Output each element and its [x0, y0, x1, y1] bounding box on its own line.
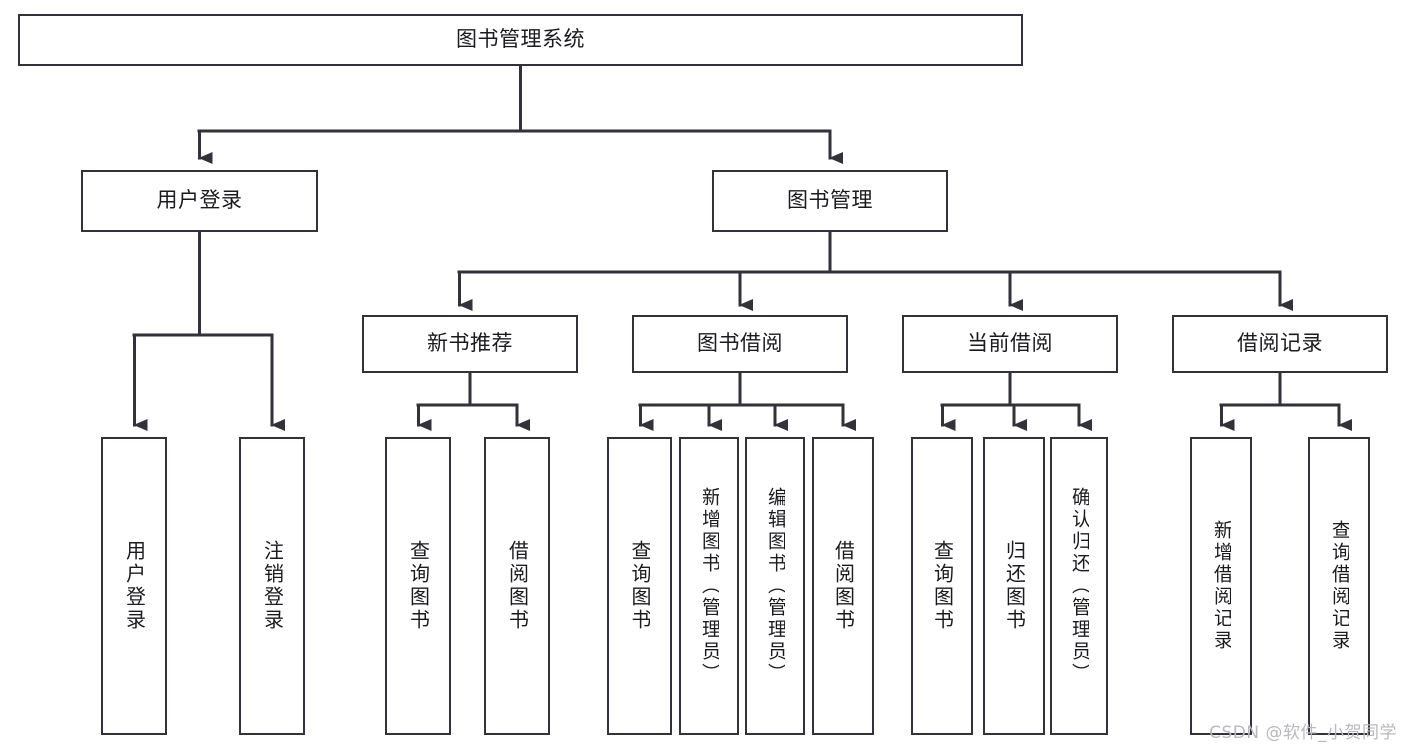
- leaf-node-query-book-current[interactable]: 查询图书: [911, 437, 973, 735]
- leaf-label: 借阅图书: [506, 540, 528, 632]
- leaf-node-logout[interactable]: 注销登录: [239, 437, 305, 735]
- leaf-label: 编辑图书（管理员）: [765, 487, 785, 685]
- leaf-node-query-book-borrow[interactable]: 查询图书: [607, 437, 672, 735]
- node-book-borrow-label: 图书借阅: [697, 331, 783, 356]
- node-root-label: 图书管理系统: [456, 27, 585, 52]
- leaf-label: 注销登录: [261, 540, 283, 632]
- leaf-node-return-book[interactable]: 归还图书: [983, 437, 1045, 735]
- leaf-node-confirm-return-admin[interactable]: 确认归还（管理员）: [1050, 437, 1108, 735]
- leaf-node-add-book-admin[interactable]: 新增图书（管理员）: [679, 437, 739, 735]
- leaf-node-query-book-newbook[interactable]: 查询图书: [385, 437, 451, 735]
- leaf-label: 查询图书: [629, 540, 650, 632]
- leaf-label: 确认归还（管理员）: [1069, 487, 1089, 685]
- node-book-management[interactable]: 图书管理: [712, 170, 948, 232]
- leaf-label: 用户登录: [123, 540, 145, 632]
- node-borrow-record[interactable]: 借阅记录: [1172, 315, 1388, 373]
- leaf-node-query-borrow-record[interactable]: 查询借阅记录: [1308, 437, 1370, 735]
- leaf-label: 查询借阅记录: [1329, 520, 1349, 652]
- node-user-login-label: 用户登录: [156, 188, 243, 213]
- node-borrow-record-label: 借阅记录: [1237, 331, 1323, 356]
- leaf-label: 新增借阅记录: [1211, 520, 1231, 652]
- leaf-node-borrow-book[interactable]: 借阅图书: [812, 437, 874, 735]
- node-user-login[interactable]: 用户登录: [81, 170, 318, 232]
- leaf-node-edit-book-admin[interactable]: 编辑图书（管理员）: [745, 437, 805, 735]
- node-new-book-recommend[interactable]: 新书推荐: [362, 315, 578, 373]
- leaf-label: 归还图书: [1003, 540, 1025, 632]
- node-current-borrow[interactable]: 当前借阅: [902, 315, 1118, 373]
- leaf-node-borrow-book-newbook[interactable]: 借阅图书: [484, 437, 550, 735]
- node-book-management-label: 图书管理: [787, 188, 873, 213]
- node-current-borrow-label: 当前借阅: [967, 331, 1053, 356]
- node-book-borrow[interactable]: 图书借阅: [632, 315, 848, 373]
- leaf-node-add-borrow-record[interactable]: 新增借阅记录: [1190, 437, 1252, 735]
- leaf-label: 查询图书: [407, 540, 429, 632]
- node-root-system[interactable]: 图书管理系统: [18, 14, 1023, 66]
- leaf-label: 新增图书（管理员）: [699, 487, 719, 685]
- leaf-label: 借阅图书: [832, 540, 854, 632]
- node-new-book-recommend-label: 新书推荐: [427, 331, 513, 356]
- leaf-node-user-login[interactable]: 用户登录: [101, 437, 167, 735]
- leaf-label: 查询图书: [931, 540, 953, 632]
